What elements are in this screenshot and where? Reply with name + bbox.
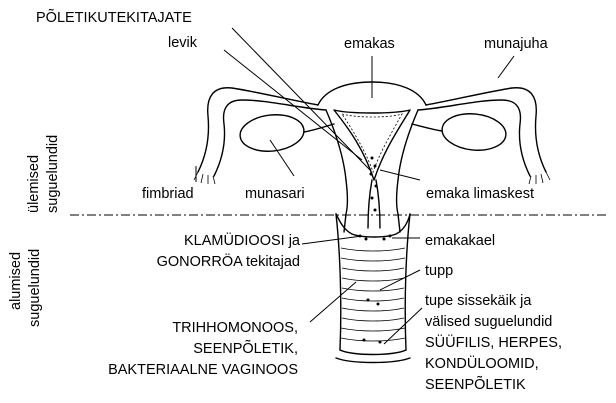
cervix-left-wall bbox=[344, 180, 348, 232]
right-fimbriae bbox=[529, 172, 550, 184]
label-tupe-line4: KONDÜLOOMID, bbox=[425, 354, 539, 372]
leader-emaka-limaskest bbox=[380, 170, 420, 180]
side-alumised-line2: suguelundid bbox=[27, 249, 43, 327]
label-munasari: munasari bbox=[245, 186, 305, 202]
label-emakakael: emakakael bbox=[425, 233, 495, 249]
diagram-labels: PÕLETIKUTEKITAJATE levik emakas munajuha… bbox=[36, 9, 562, 393]
vagina-rugae bbox=[341, 248, 405, 341]
label-tupe-line5: SEENPÕLETIK bbox=[425, 376, 526, 393]
label-trihh-line2: SEENPÕLETIK, bbox=[193, 340, 298, 357]
vagina-right-wall bbox=[405, 214, 410, 350]
label-tupp: tupp bbox=[425, 263, 453, 279]
pathogen-dots bbox=[359, 157, 392, 344]
side-ulemised-line1: ülemised bbox=[26, 155, 42, 213]
endometrium-lining bbox=[342, 114, 402, 172]
label-poletikutekitajate: PÕLETIKUTEKITAJATE bbox=[36, 9, 192, 26]
label-klamudioosi-line1: KLAMÜDIOOSI ja bbox=[184, 231, 301, 249]
label-tupe-line3: SÜÜFILIS, HERPES, bbox=[425, 333, 562, 351]
cervical-canal-left bbox=[368, 180, 372, 228]
left-fallopian-tube-lower bbox=[214, 100, 326, 176]
label-levik: levik bbox=[168, 35, 198, 51]
leader-munasari bbox=[270, 140, 294, 176]
left-fimbriae bbox=[194, 172, 215, 184]
right-fallopian-tube-lower bbox=[418, 100, 530, 176]
side-labels: ülemised suguelundid alumised suguelundi… bbox=[8, 135, 61, 327]
leader-munajuha bbox=[498, 56, 514, 78]
label-tupe-line2: välised suguelundid bbox=[425, 314, 552, 330]
label-trihh-line1: TRIHHOMONOOS, bbox=[172, 320, 298, 336]
vagina-left-wall bbox=[336, 214, 341, 350]
side-alumised-line1: alumised bbox=[8, 252, 24, 310]
label-fimbriad: fimbriad bbox=[142, 186, 194, 202]
leader-tupp bbox=[380, 270, 420, 290]
left-ovary bbox=[238, 112, 305, 154]
right-ovary bbox=[440, 111, 507, 153]
cervix-right-wall bbox=[397, 180, 401, 232]
side-ulemised-line2: suguelundid bbox=[45, 135, 61, 213]
uterus-right-wall bbox=[398, 110, 418, 180]
leader-klamudioosi bbox=[302, 236, 362, 244]
leader-trihh bbox=[310, 282, 356, 322]
label-munajuha: munajuha bbox=[484, 36, 549, 52]
label-trihh-line3: BAKTERIAALNE VAGINOOS bbox=[108, 362, 298, 378]
label-klamudioosi-line2: GONORRÖA tekitajad bbox=[157, 252, 300, 270]
vulva-outline bbox=[336, 350, 410, 363]
label-tupe-line1: tupe sissekäik ja bbox=[425, 293, 532, 309]
label-emakas: emakas bbox=[344, 36, 395, 52]
right-ovarian-ligament bbox=[412, 124, 442, 131]
label-emaka-limaskest: emaka limaskest bbox=[426, 186, 534, 202]
